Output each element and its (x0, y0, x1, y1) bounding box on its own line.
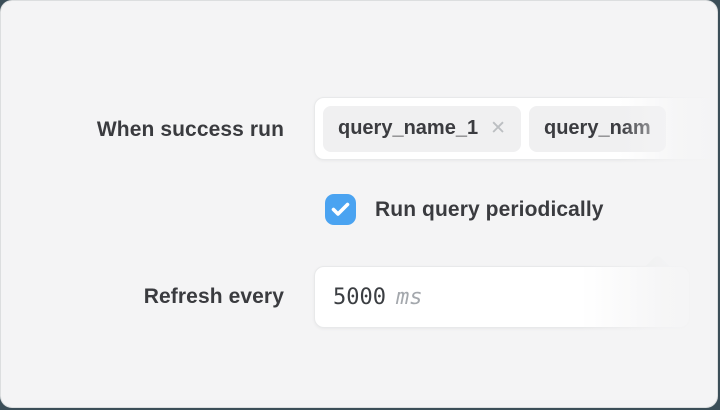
when-success-run-label: When success run (96, 118, 284, 141)
query-tag-label: query_nam (544, 117, 651, 139)
periodic-checkbox[interactable] (325, 194, 356, 225)
success-queries-multiselect[interactable]: query_name_1 ✕ query_nam (314, 97, 717, 160)
query-tag: query_nam (529, 105, 666, 152)
refresh-every-label: Refresh every (143, 285, 284, 308)
periodic-checkbox-label[interactable]: Run query periodically (375, 197, 604, 221)
refresh-interval-value: 5000 (333, 284, 386, 310)
query-tag: query_name_1 ✕ (323, 105, 521, 152)
query-tag-label: query_name_1 (338, 117, 479, 139)
periodic-checkbox-row: Run query periodically (325, 194, 604, 225)
remove-tag-icon[interactable]: ✕ (490, 118, 506, 139)
refresh-interval-input[interactable]: 5000 ms (314, 266, 690, 328)
checkmark-icon (331, 202, 350, 216)
refresh-interval-unit: ms (395, 284, 423, 310)
